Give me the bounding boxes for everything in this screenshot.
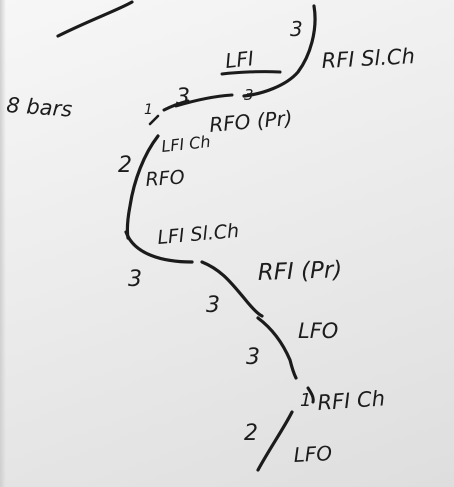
paper-edge-shadow	[0, 0, 6, 487]
label-rfi-ch-bottom: RFI Ch	[317, 386, 386, 415]
edge-line-rfi-ch-bottom	[306, 386, 315, 404]
edge-line-rfi-sl-ch	[242, 4, 317, 98]
label-count-2-bottom: 2	[244, 421, 258, 446]
label-count-3-lower: 3	[246, 345, 260, 370]
edge-line-rfi-pr	[200, 260, 264, 318]
edge-line-lfo-bottom	[256, 410, 294, 472]
label-bars: 8 bars	[6, 93, 73, 122]
label-count-1: 1	[144, 102, 153, 118]
label-lfo-bottom: LFO	[293, 441, 333, 467]
label-count-1-bottom: 1	[300, 390, 311, 411]
label-lfi-ch: LFI Ch	[160, 132, 211, 156]
label-count-3-top: 3	[290, 17, 303, 41]
label-rfo: RFO	[145, 166, 186, 191]
label-count-3-small: 3	[244, 86, 254, 104]
edge-line-lfo-mid	[256, 316, 298, 380]
label-count-3-lower-left: 3	[128, 267, 142, 292]
label-lfi-top: LFI	[224, 46, 255, 73]
label-lfo-mid: LFO	[298, 319, 338, 343]
label-count-3-mid: 3	[206, 293, 220, 318]
label-rfo-pr: RFO (Pr)	[208, 106, 293, 137]
edge-line-lfi-ch	[162, 99, 190, 112]
label-lfi-sl-ch: LFI Sl.Ch	[157, 220, 240, 249]
edge-line-rfo-left	[125, 134, 160, 240]
edge-line-top	[56, 0, 134, 38]
edge-tick-1	[148, 114, 160, 126]
label-count-3-left: 3	[176, 85, 190, 110]
edge-line-lfi-top	[220, 70, 282, 76]
edge-line-lfi-sl-ch	[124, 230, 194, 264]
label-rfi-sl-ch: RFI Sl.Ch	[321, 44, 415, 73]
label-count-2-upper: 2	[118, 153, 132, 178]
label-rfi-pr: RFI (Pr)	[257, 257, 342, 286]
